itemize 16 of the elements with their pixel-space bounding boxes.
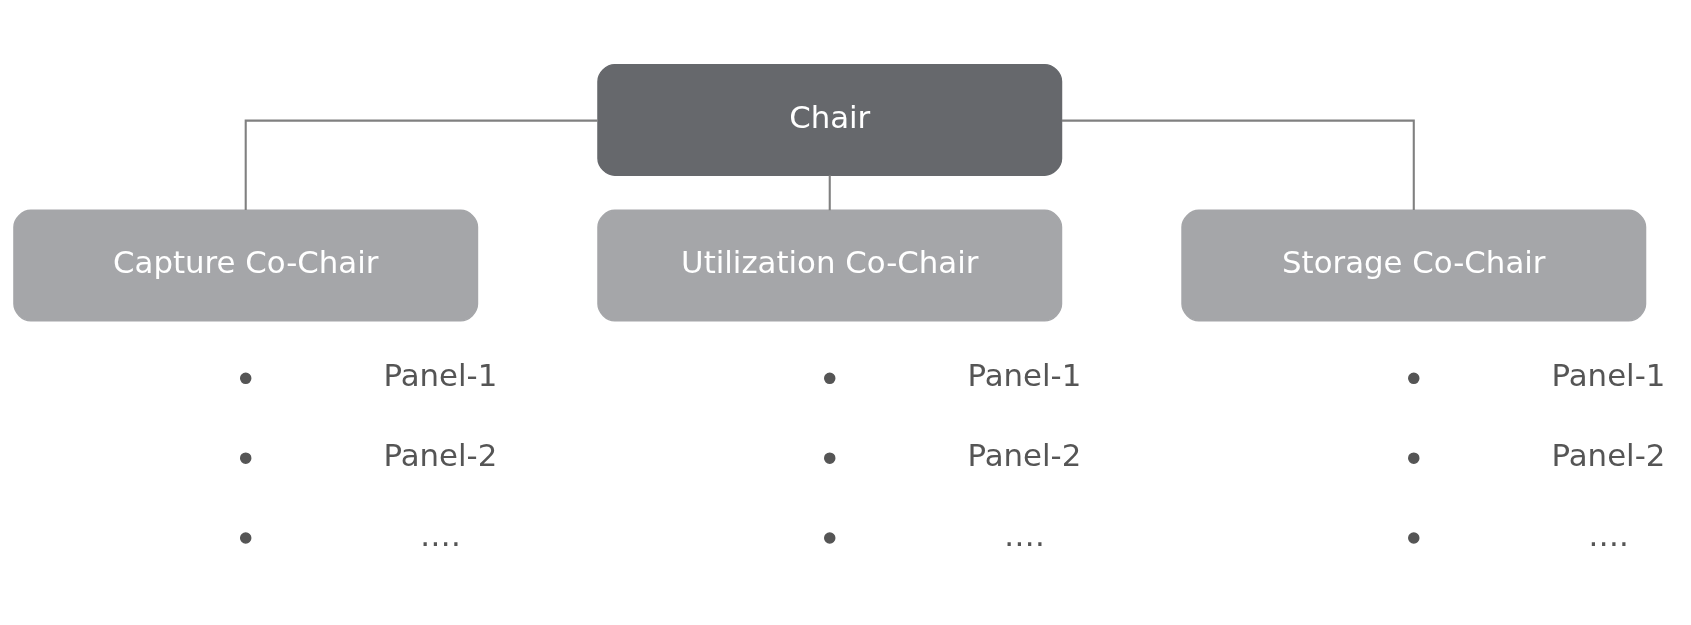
node-label: Panel-2 [1551, 437, 1666, 473]
node-label: Panel-1 [967, 357, 1082, 394]
node-box: Capture Co-Chair [13, 209, 479, 322]
node-label: Panel-1 [1551, 357, 1666, 394]
node-label: Panel-1 [383, 357, 498, 394]
connector [244, 119, 598, 210]
connector [1061, 119, 1415, 210]
node-box: Storage Co-Chair [1181, 209, 1647, 322]
node-box: Chair [597, 63, 1063, 176]
connector [828, 175, 831, 211]
node-label: …. [420, 516, 461, 553]
node-label: …. [1588, 516, 1629, 553]
node-label: …. [1004, 516, 1045, 553]
node-label: Panel-2 [967, 437, 1082, 473]
node-label: Panel-2 [383, 437, 498, 473]
node-box: Utilization Co-Chair [597, 209, 1063, 322]
